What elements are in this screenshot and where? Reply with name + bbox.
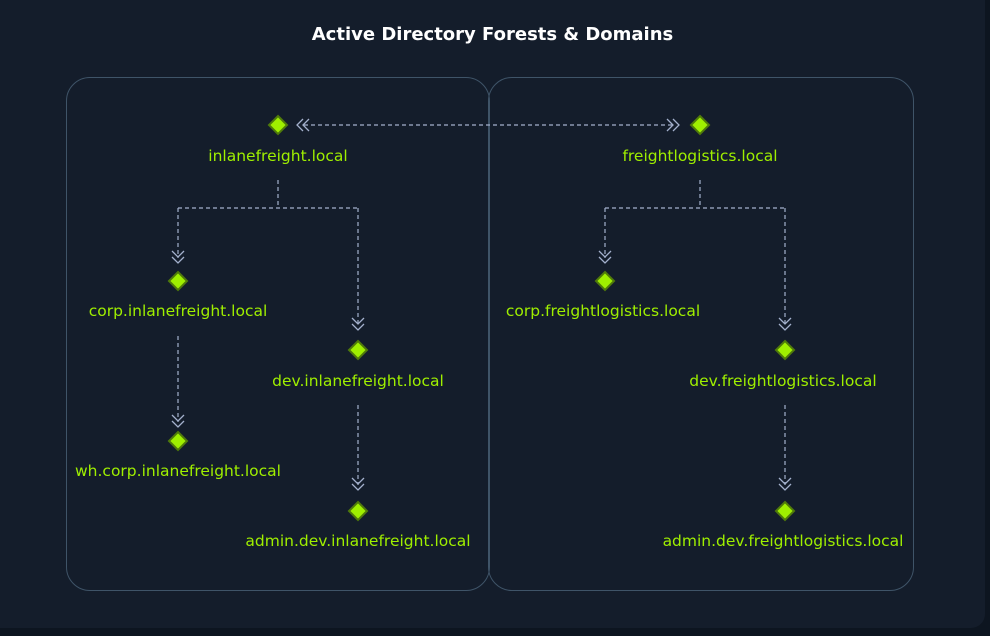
forest-inlanefreight xyxy=(66,77,490,591)
diamond-icon xyxy=(689,114,711,136)
diagram-title: Active Directory Forests & Domains xyxy=(311,24,674,45)
diamond-icon xyxy=(167,430,189,452)
double-chevron-down-icon xyxy=(778,317,792,331)
diamond-icon xyxy=(594,270,616,292)
domain-label-grandchild: admin.dev.freightlogistics.local xyxy=(662,532,904,550)
diamond-icon xyxy=(167,270,189,292)
diamond-icon xyxy=(267,114,289,136)
diamond-icon xyxy=(347,500,369,522)
diamond-icon xyxy=(774,339,796,361)
double-chevron-left-icon xyxy=(296,118,310,132)
domain-label-grandchild: admin.dev.inlanefreight.local xyxy=(245,532,471,550)
domain-label-child: corp.inlanefreight.local xyxy=(88,302,268,320)
diamond-icon xyxy=(774,500,796,522)
double-chevron-down-icon xyxy=(171,414,185,428)
domain-label-root: inlanefreight.local xyxy=(208,147,348,165)
double-chevron-down-icon xyxy=(778,477,792,491)
forest-freightlogistics xyxy=(488,77,914,591)
domain-label-child: dev.freightlogistics.local xyxy=(689,372,877,390)
double-chevron-down-icon xyxy=(598,250,612,264)
domain-label-child: corp.freightlogistics.local xyxy=(505,302,701,320)
double-chevron-down-icon xyxy=(171,250,185,264)
diamond-icon xyxy=(347,339,369,361)
double-chevron-right-icon xyxy=(666,118,680,132)
double-chevron-down-icon xyxy=(351,477,365,491)
domain-label-child: dev.inlanefreight.local xyxy=(272,372,444,390)
double-chevron-down-icon xyxy=(351,317,365,331)
domain-label-grandchild: wh.corp.inlanefreight.local xyxy=(75,462,281,480)
domain-label-root: freightlogistics.local xyxy=(622,147,778,165)
